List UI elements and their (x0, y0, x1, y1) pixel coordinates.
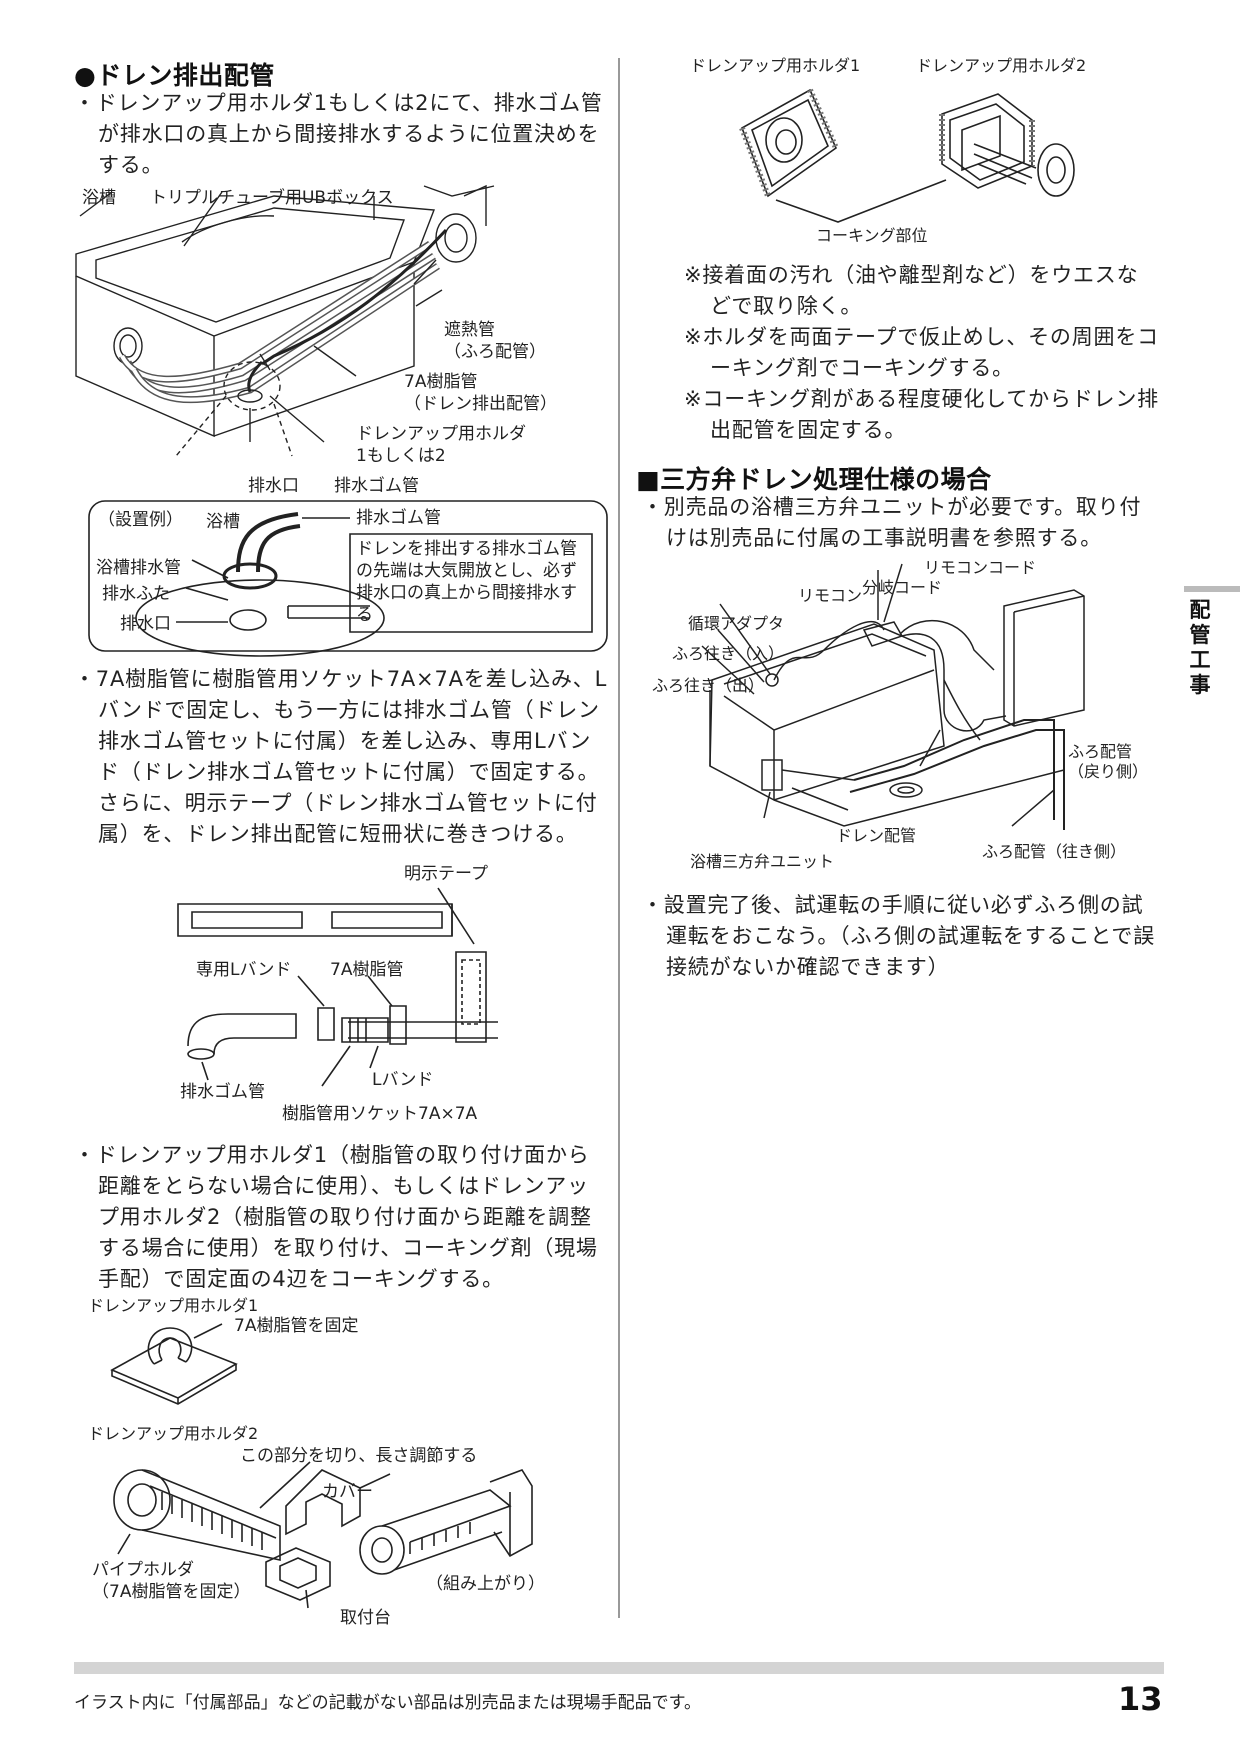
inset-label-yokusou-haisui: 浴槽排水管 (96, 558, 181, 578)
label-socket: 樹脂管用ソケット7A×7A (282, 1104, 478, 1124)
holder1-illustration (110, 1320, 240, 1406)
fig-label-holder1: ドレンアップ用ホルダ1 (690, 56, 861, 75)
caulking-holders-illustration (736, 84, 1076, 234)
paragraph-three-way-unit: ・別売品の浴槽三方弁ユニットが必要です。取り付けは別売品に付属の工事説明書を参照… (642, 495, 1142, 550)
inset-label-yokusou: 浴槽 (206, 512, 240, 532)
inset-label-gomu: 排水ゴム管 (356, 508, 441, 528)
installation-example-inset (88, 500, 608, 652)
note-tape-caulk: ※ホルダを両面テープで仮止めし、その周囲をコーキング剤でコーキングする。 (684, 325, 1159, 380)
label-shanetsu-sub: （ふろ配管） (444, 342, 546, 362)
bathtub-drain-illustration (74, 186, 608, 506)
inset-label-futa: 排水ふた (102, 584, 170, 604)
label-furo-out: ふろ往き（出） (652, 676, 765, 695)
inset-note: ドレンを排出する排水ゴム管の先端は大気開放とし、必ず排水口の真上から間接排水する (356, 539, 577, 625)
label-pipe-holder: パイプホルダ (92, 1560, 194, 1580)
label-holder-sub: 1もしくは2 (356, 446, 446, 466)
label-cover: カバー (322, 1482, 373, 1502)
label-furo-iki: ふろ配管（往き側） (982, 842, 1127, 861)
label-base: 取付台 (340, 1608, 391, 1628)
footer-note: イラスト内に「付属部品」などの記載がない部品は別売品または現場手配品です。 (74, 1693, 701, 1713)
inset-label-kuchi: 排水口 (120, 614, 171, 634)
label-sanpouben-unit: 浴槽三方弁ユニット (690, 852, 835, 871)
label-senyou-lband: 専用Lバンド (196, 960, 292, 980)
inset-title: （設置例） (98, 510, 183, 530)
label-furo-modori-sub: （戻り側） (1068, 762, 1149, 781)
label-haisui-gomu: 排水ゴム管 (334, 476, 419, 496)
note-clean-surface: ※接着面の汚れ（油や離型剤など）をウエスなどで取り除く。 (684, 263, 1139, 318)
section-title-drain: ●ドレン排出配管 (74, 61, 275, 90)
note-cure-fix: ※コーキング剤がある程度硬化してからドレン排出配管を固定する。 (684, 387, 1159, 442)
section-title-three-way: ■三方弁ドレン処理仕様の場合 (636, 465, 992, 494)
paragraph-test-run: ・設置完了後、試運転の手順に従い必ずふろ側の試運転をおこなう。（ふろ側の試運転を… (642, 893, 1156, 979)
label-caulk-area: コーキング部位 (816, 226, 928, 245)
label-remocon: リモコン (798, 586, 863, 605)
label-yokusou: 浴槽 (82, 188, 116, 208)
label-cut-part: この部分を切り、長さ調節する (240, 1446, 478, 1466)
label-7a-pipe-2: 7A樹脂管 (330, 960, 404, 980)
label-junkan-adapter: 循環アダプタ (688, 614, 785, 633)
side-tab-label: 配管工事 (1189, 598, 1211, 697)
holder1-title: ドレンアップ用ホルダ1 (88, 1296, 259, 1315)
label-furo-modori: ふろ配管 (1068, 742, 1133, 761)
column-divider (618, 58, 620, 1618)
label-7a-pipe-sub: （ドレン排出配管） (404, 394, 557, 414)
label-bunki-cord: 分岐コード (862, 578, 943, 597)
label-furo-in: ふろ往き（入） (672, 644, 785, 663)
paragraph-holder-position: ・ドレンアップ用ホルダ1もしくは2にて、排水ゴム管が排水口の真上から間接排水する… (74, 91, 603, 177)
label-remocon-cord: リモコンコード (924, 558, 1037, 577)
side-tab-bar (1184, 586, 1240, 592)
holder2-parts-illustration (110, 1462, 596, 1602)
label-7a-fix: 7A樹脂管を固定 (234, 1316, 359, 1336)
page-number: 13 (1118, 1680, 1163, 1718)
label-gomu-2: 排水ゴム管 (180, 1082, 265, 1102)
fig-label-holder2: ドレンアップ用ホルダ2 (916, 56, 1087, 75)
label-7a-pipe: 7A樹脂管 (404, 372, 478, 392)
paragraph-holder-caulking: ・ドレンアップ用ホルダ1（樹脂管の取り付け面から距離をとらない場合に使用）、もし… (74, 1143, 598, 1291)
label-ub-box: トリプルチューブ用UBボックス (150, 188, 394, 208)
holder2-title: ドレンアップ用ホルダ2 (88, 1424, 259, 1443)
label-meiji-tape: 明示テープ (404, 864, 488, 884)
footer-bar (74, 1662, 1164, 1674)
label-lband: Lバンド (372, 1070, 434, 1090)
label-holder: ドレンアップ用ホルダ (356, 424, 526, 444)
label-haisui-kuchi: 排水口 (248, 476, 299, 496)
label-shanetsu: 遮熱管 (444, 320, 495, 340)
paragraph-socket-instructions: ・7A樹脂管に樹脂管用ソケット7A×7Aを差し込み、Lバンドで固定し、もう一方に… (74, 667, 608, 846)
three-way-valve-illustration (644, 570, 1094, 860)
label-pipe-holder-sub: （7A樹脂管を固定） (92, 1582, 251, 1602)
label-assembled: （組み上がり） (426, 1574, 545, 1594)
label-drain-pipe: ドレン配管 (836, 826, 917, 845)
lband-socket-illustration (178, 896, 498, 1086)
